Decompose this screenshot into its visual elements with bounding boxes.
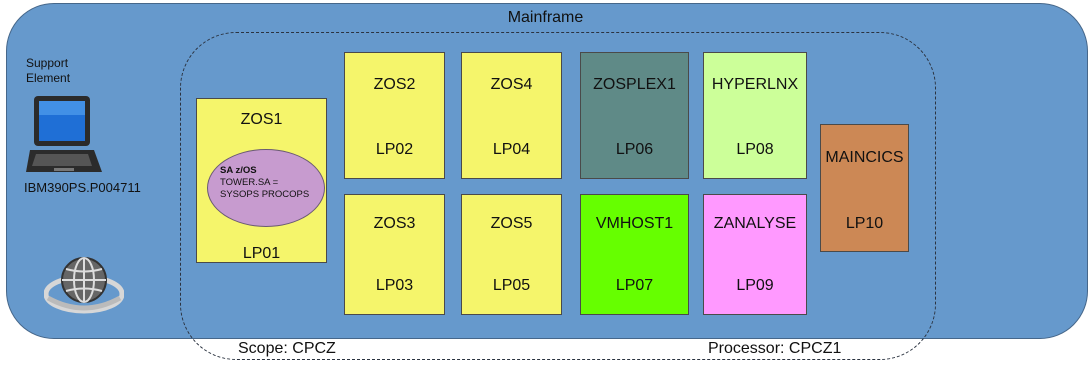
lpar-id: LP05 — [492, 277, 531, 294]
support-element-label-line1: Support — [26, 56, 69, 70]
support-element-label-line2: Element — [26, 71, 71, 85]
lpar-id: LP01 — [242, 245, 281, 262]
laptop-icon[interactable] — [26, 94, 102, 178]
sa-oval-line1: SA z/OS — [220, 165, 257, 176]
globe-icon[interactable] — [44, 250, 124, 314]
lpar-zos2[interactable]: ZOS2 LP02 — [344, 52, 445, 179]
mainframe-title: Mainframe — [507, 9, 584, 26]
lpar-name: ZANALYSE — [713, 215, 797, 232]
lpar-zos5[interactable]: ZOS5 LP05 — [461, 194, 562, 315]
scope-boundary — [180, 32, 936, 360]
lpar-zos3[interactable]: ZOS3 LP03 — [344, 194, 445, 315]
sa-zos-oval: SA z/OS TOWER.SA = SYSOPS PROCOPS — [207, 149, 325, 227]
support-element-label: Support Element — [26, 56, 70, 86]
lpar-zosplex1[interactable]: ZOSPLEX1 LP06 — [580, 52, 689, 179]
lpar-zos1[interactable]: ZOS1 SA z/OS TOWER.SA = SYSOPS PROCOPS L… — [196, 98, 327, 263]
lpar-name: ZOSPLEX1 — [593, 76, 676, 93]
lpar-zanalyse[interactable]: ZANALYSE LP09 — [703, 194, 807, 315]
lpar-id: LP08 — [736, 141, 774, 158]
lpar-id: LP02 — [375, 141, 414, 158]
sa-oval-line2: TOWER.SA = — [220, 177, 279, 188]
lpar-zos4[interactable]: ZOS4 LP04 — [461, 52, 562, 179]
lpar-maincics[interactable]: MAINCICS LP10 — [820, 124, 909, 252]
lpar-name: HYPERLNX — [711, 76, 799, 93]
lpar-id: LP07 — [615, 277, 654, 294]
lpar-name: ZOS5 — [490, 215, 533, 232]
lpar-name: MAINCICS — [825, 149, 904, 166]
lpar-name: VMHOST1 — [595, 215, 674, 232]
sa-oval-line3: SYSOPS PROCOPS — [220, 189, 310, 200]
lpar-name: ZOS1 — [240, 111, 283, 128]
lpar-name: ZOS4 — [490, 76, 533, 93]
lpar-name: ZOS3 — [373, 215, 416, 232]
support-element-id: IBM390PS.P004711 — [24, 180, 141, 195]
lpar-name: ZOS2 — [373, 76, 416, 93]
lpar-id: LP09 — [736, 277, 774, 294]
processor-label: Processor: CPCZ1 — [708, 340, 842, 357]
lpar-id: LP04 — [492, 141, 531, 158]
scope-label: Scope: CPCZ — [238, 340, 336, 357]
lpar-id: LP10 — [845, 215, 884, 232]
lpar-hyperlnx[interactable]: HYPERLNX LP08 — [703, 52, 807, 179]
lpar-id: LP06 — [615, 141, 654, 158]
lpar-id: LP03 — [375, 277, 414, 294]
lpar-vmhost1[interactable]: VMHOST1 LP07 — [580, 194, 689, 315]
